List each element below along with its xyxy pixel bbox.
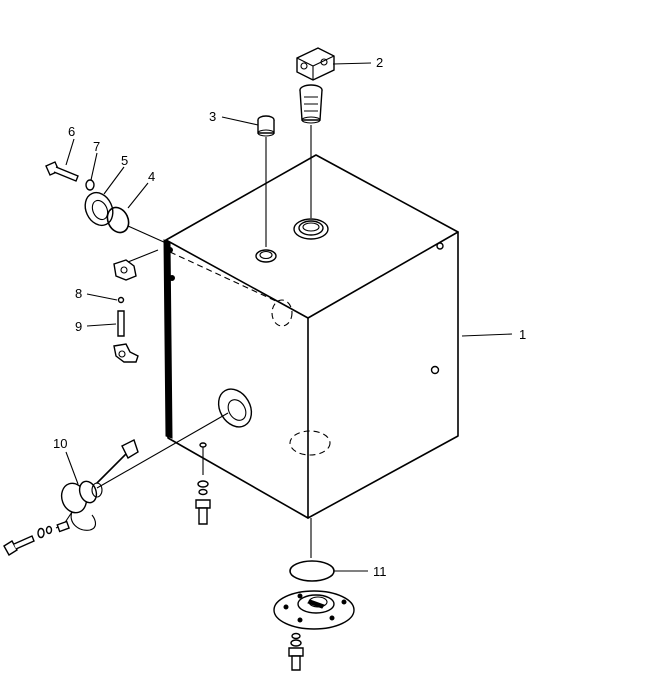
- leader-5: [103, 166, 125, 195]
- tank-body: [163, 154, 459, 519]
- top-small-port: [255, 249, 277, 263]
- leader-3: [221, 116, 259, 126]
- callout-5: 5: [121, 153, 128, 168]
- tank-rivet-upper: [167, 247, 173, 253]
- callout-3: 3: [209, 109, 216, 124]
- callout-11: 11: [373, 564, 387, 579]
- leader-6: [65, 138, 75, 166]
- callout-8: 8: [75, 286, 82, 301]
- part-2-filler-cap-strainer: [296, 47, 335, 218]
- parts-8-9-sight-gauge: [113, 249, 159, 363]
- tank-mount-bolt: [195, 442, 211, 525]
- leader-10: [65, 451, 79, 485]
- callout-10: 10: [53, 436, 67, 451]
- side-gauge-port: [217, 388, 253, 428]
- tank-right-face: [307, 231, 459, 519]
- callout-4: 4: [148, 169, 155, 184]
- hidden-port-left: [271, 299, 293, 327]
- tank-bolt-top: [436, 242, 444, 250]
- callout-labels: 1 2 3 4 5 6 7 8 9 10 11: [53, 55, 526, 579]
- filler-port: [293, 218, 329, 240]
- leader-2: [332, 62, 372, 65]
- part-11-drain-cover: [273, 518, 355, 671]
- leader-1: [461, 333, 513, 337]
- o-ring-11: [289, 560, 335, 582]
- leader-9: [86, 323, 117, 327]
- part-10-level-gauge: [3, 412, 229, 556]
- callout-6: 6: [68, 124, 75, 139]
- callout-7: 7: [93, 139, 100, 154]
- tank-bolt-side: [430, 365, 440, 375]
- leader-4: [127, 182, 149, 209]
- leader-8: [86, 293, 118, 301]
- callout-1: 1: [519, 327, 526, 342]
- callout-9: 9: [75, 319, 82, 334]
- parts-4-7-cover-assembly: [45, 161, 167, 244]
- tank-left-face: [165, 239, 309, 519]
- hidden-drain-port: [289, 430, 331, 456]
- part-3-plug: [257, 115, 275, 247]
- tank-rear-edge: [163, 239, 173, 439]
- tank-rivet: [169, 275, 175, 281]
- callout-2: 2: [376, 55, 383, 70]
- leader-7: [90, 152, 98, 181]
- callout-leaders: [65, 62, 513, 572]
